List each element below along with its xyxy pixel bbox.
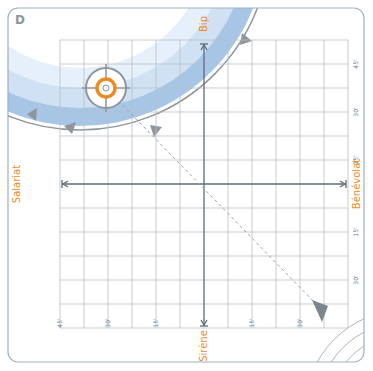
axis-label: Bénévolat	[352, 159, 362, 209]
dashed-path	[106, 88, 318, 306]
dial-art	[8, 8, 364, 362]
tick-label: 45'	[57, 318, 63, 327]
grid-lines	[60, 40, 348, 328]
tick-label: 15'	[153, 318, 159, 327]
axis-label: Sirène	[199, 330, 209, 362]
tick-label: 30'	[353, 275, 359, 284]
corner-letter: D	[15, 14, 25, 26]
target	[82, 64, 130, 112]
tick-label: 30'	[105, 318, 111, 327]
tick-label: 30'	[353, 107, 359, 116]
grid-line	[60, 328, 348, 329]
tick-label: 30'	[297, 318, 303, 327]
grid-line	[348, 40, 349, 328]
axes	[62, 44, 346, 326]
axis-label: Salariat	[12, 165, 22, 203]
tick-label: 15'	[249, 318, 255, 327]
grid-line	[60, 40, 61, 328]
arrow-head	[312, 300, 328, 322]
grid-line	[60, 40, 348, 41]
tick-label: 45'	[353, 59, 359, 68]
tick-label: 15'	[353, 227, 359, 236]
tick-label: 15'	[353, 155, 359, 164]
axis-label: Bip	[199, 16, 209, 32]
